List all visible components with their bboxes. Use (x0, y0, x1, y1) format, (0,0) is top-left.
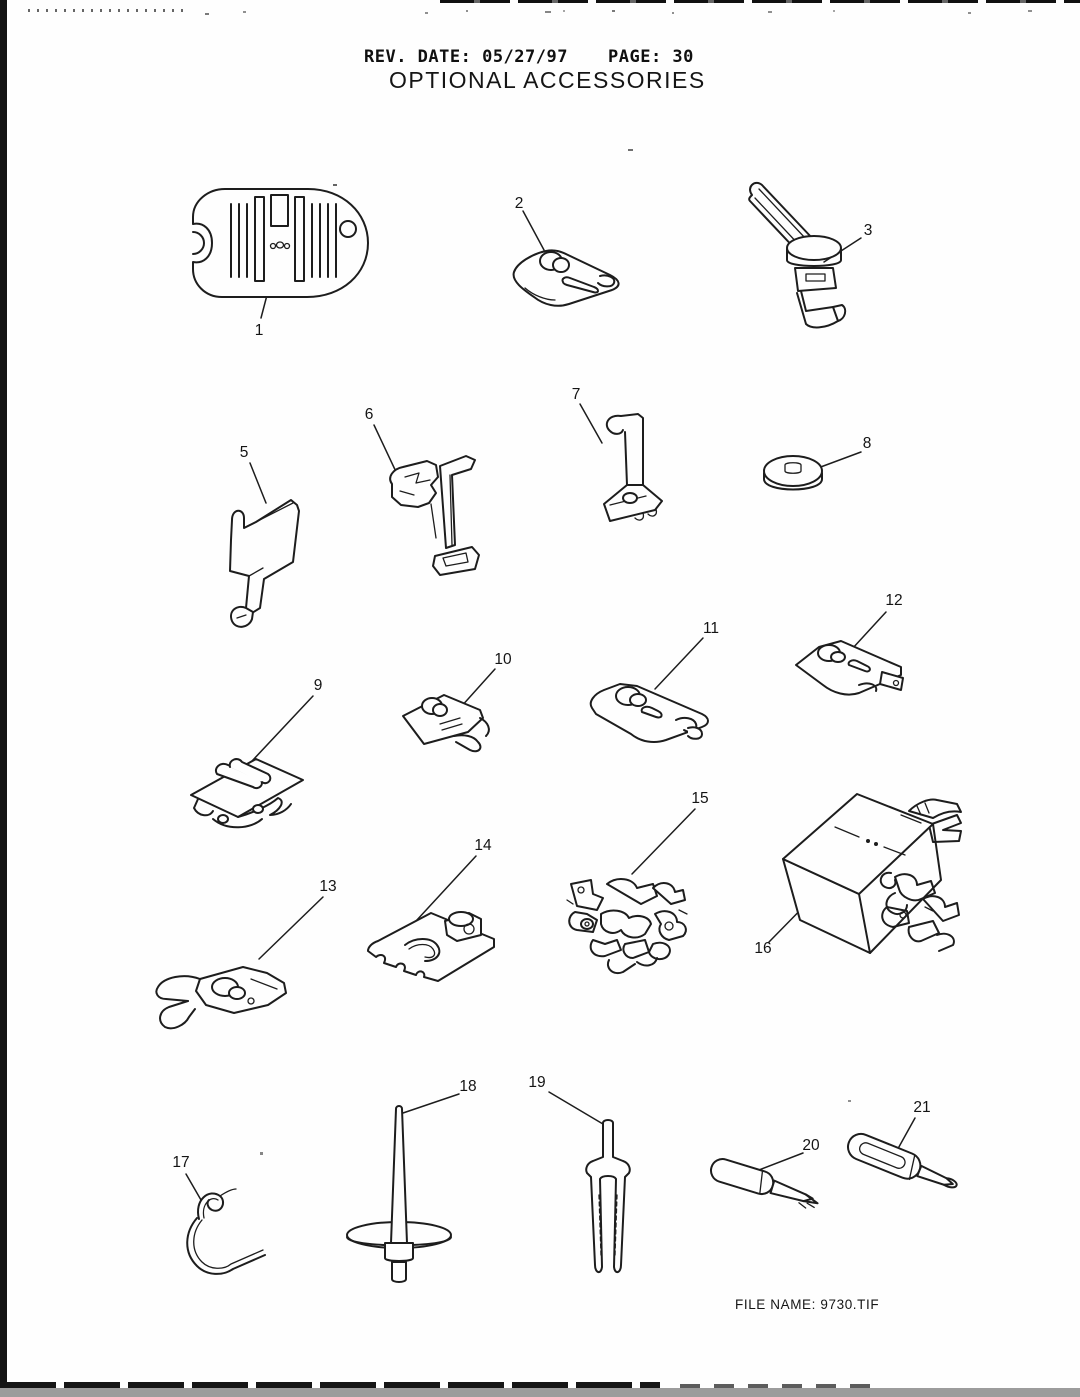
scan-speck (1028, 10, 1032, 12)
scan-speck (333, 184, 337, 186)
part-16-accessory-box-drawing (782, 793, 962, 954)
scan-edge-bottom-dark2 (680, 1384, 880, 1390)
part-12-zigzag-foot-drawing (795, 640, 904, 696)
part-14-label: 14 (474, 837, 492, 854)
scan-edge-bottom-gray (0, 1388, 1080, 1397)
file-name-text: FILE NAME: 9730.TIF (735, 1297, 880, 1312)
part-8-spool-cap-drawing (763, 455, 823, 491)
part-17-label: 17 (172, 1154, 190, 1171)
scan-speckle-row (28, 9, 188, 12)
part-3-adjustable-guide-drawing (748, 181, 847, 329)
part-6-walking-foot-drawing (389, 455, 480, 576)
part-11-satin-stitch-foot-drawing (589, 683, 709, 743)
scan-speck (672, 12, 674, 14)
part-5-blind-hem-guide-drawing (229, 499, 300, 628)
part-8-label: 8 (862, 435, 872, 452)
scan-speck (260, 1152, 263, 1155)
part-1-needle-plate-drawing (192, 188, 369, 298)
part-6-label: 6 (364, 406, 374, 423)
part-2-presser-foot-drawing (512, 249, 620, 307)
part-20-label: 20 (802, 1137, 820, 1154)
part-1-label: 1 (254, 322, 264, 339)
part-9-label: 9 (313, 677, 323, 694)
part-19-label: 19 (528, 1074, 546, 1091)
scan-speck (466, 10, 468, 12)
scan-edge-left (0, 0, 7, 1397)
part-13-label: 13 (319, 878, 337, 895)
part-17-wire-guide-drawing (186, 1188, 266, 1275)
page-number-text: PAGE: 30 (608, 47, 694, 67)
part-5-label: 5 (239, 444, 249, 461)
scan-edge-bottom-dark (0, 1382, 660, 1390)
rev-date-text: REV. DATE: 05/27/97 (364, 47, 568, 67)
part-12-label: 12 (885, 592, 903, 609)
scan-speck (563, 10, 565, 12)
part-21-screwdriver-drawing (847, 1132, 958, 1189)
part-18-label: 18 (459, 1078, 477, 1095)
part-18-spool-pin-drawing (346, 1105, 452, 1283)
part-16-label: 16 (754, 940, 772, 957)
part-10-label: 10 (494, 651, 512, 668)
scan-speck (628, 149, 633, 151)
part-21-label: 21 (913, 1099, 931, 1116)
part-13-open-toe-foot-drawing (155, 966, 287, 1030)
part-15-label: 15 (691, 790, 709, 807)
scan-speck (833, 10, 835, 12)
page-title: OPTIONAL ACCESSORIES (389, 67, 706, 93)
part-10-overcast-foot-drawing (402, 694, 490, 753)
part-14-fringe-foot-drawing (367, 911, 495, 982)
scan-speck (968, 12, 971, 14)
scan-speck (545, 11, 551, 13)
part-9-cording-foot-drawing (190, 758, 304, 829)
scan-speck (848, 1100, 851, 1102)
part-7-label: 7 (571, 386, 581, 403)
part-3-label: 3 (863, 222, 873, 239)
part-11-label: 11 (702, 620, 720, 637)
scan-speck (612, 10, 615, 12)
part-19-fork-guide-drawing (585, 1119, 631, 1273)
scan-speck (425, 12, 428, 14)
part-2-label: 2 (514, 195, 524, 212)
scan-edge-top (440, 0, 1080, 3)
scan-speck (243, 11, 246, 13)
part-7-darning-bracket-drawing (603, 413, 663, 522)
scan-speck (768, 11, 772, 13)
part-15-feet-set-drawing (566, 878, 688, 974)
part-20-seam-ripper-drawing (709, 1158, 819, 1209)
scan-speck (205, 13, 209, 15)
